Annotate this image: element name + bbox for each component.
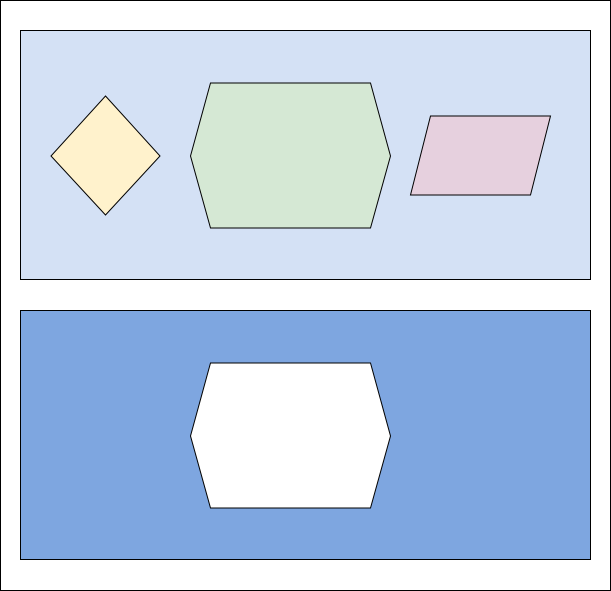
parallelogram-shape[interactable] — [409, 115, 552, 196]
bottom-hexagon-shape[interactable] — [189, 362, 392, 509]
hexagon-shape[interactable] — [189, 82, 392, 229]
diamond-shape[interactable] — [50, 95, 161, 216]
